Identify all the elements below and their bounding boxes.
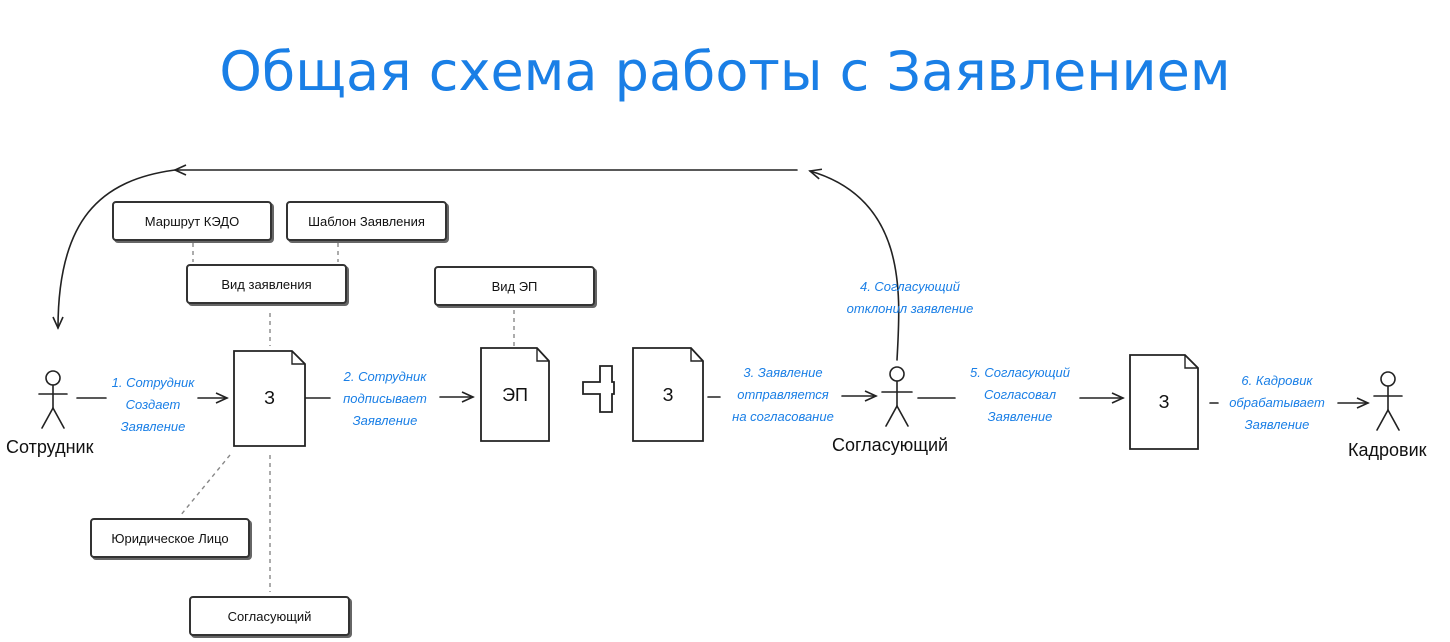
hr-label: Кадровик — [1348, 440, 1427, 460]
step-2-label: 2. Сотрудник подписывает Заявление — [343, 369, 427, 428]
page-title: Общая схема работы с Заявлением — [219, 40, 1231, 103]
document-icon-3 — [632, 347, 704, 442]
document-label-2: З — [662, 385, 674, 405]
route-box: Маршрут КЭДО — [112, 201, 272, 241]
return-arrow-down — [52, 169, 176, 330]
employee-label: Сотрудник — [6, 437, 94, 457]
approver-label: Согласующий — [832, 435, 949, 455]
legal-entity-box: Юридическое Лицо — [90, 518, 250, 558]
approver-actor-icon — [881, 366, 913, 427]
document-icon-2 — [480, 347, 550, 442]
approver-box: Согласующий — [189, 596, 350, 636]
step-4-label: 4. Согласующий отклонил заявление — [846, 279, 974, 316]
hr-actor-icon — [1373, 371, 1403, 431]
step-5-label: 5. Согласующий Согласовал Заявление — [969, 365, 1071, 424]
document-icon-1 — [233, 350, 306, 447]
template-box: Шаблон Заявления — [286, 201, 447, 241]
plus-icon — [582, 365, 615, 413]
step-6-label: 6. Кадровик обрабатывает Заявление — [1229, 373, 1325, 432]
signature-document-label: ЭП — [502, 385, 528, 405]
step-1-label: 1. Сотрудник Создает Заявление — [111, 375, 195, 434]
step-3-label: 3. Заявление отправляется на согласовани… — [732, 365, 834, 424]
return-arrow-up — [808, 168, 900, 361]
signature-kind-box: Вид ЭП — [434, 266, 595, 306]
document-icon-4 — [1129, 354, 1199, 450]
document-label-1: З — [264, 388, 275, 408]
dash-doc-legal — [179, 454, 231, 517]
application-kind-box: Вид заявления — [186, 264, 347, 304]
employee-actor-icon — [38, 370, 68, 429]
document-label-3: З — [1158, 392, 1170, 412]
